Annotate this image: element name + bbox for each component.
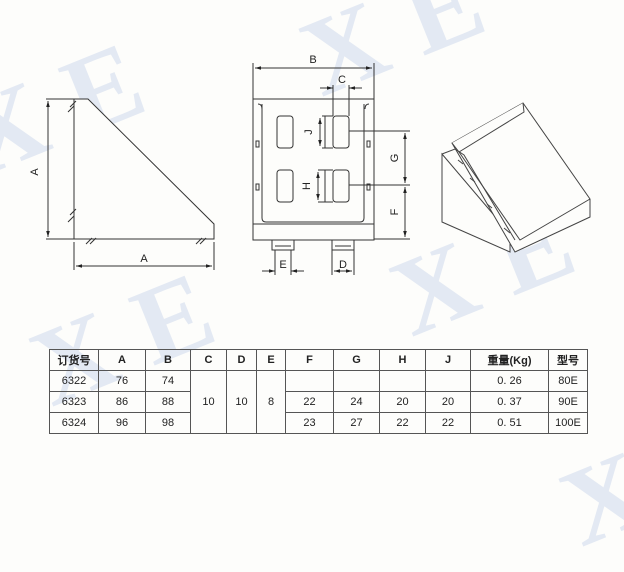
cell-A: 96 <box>98 412 146 434</box>
spec-table: 订货号 A B C D E F G H J 重量(Kg) 型号 6322 76 … <box>49 349 588 434</box>
cell-G: 27 <box>333 412 380 434</box>
dim-label-C: C <box>338 74 346 86</box>
cell-H: 22 <box>379 412 426 434</box>
cell-C-shared: 10 <box>190 370 227 434</box>
side-view-label-height: A <box>29 168 41 176</box>
cell-order-no: 6323 <box>49 391 99 413</box>
cell-F: 23 <box>285 412 334 434</box>
dim-label-H: H <box>301 182 313 190</box>
header-order-no: 订货号 <box>49 349 99 371</box>
technical-drawing: A A <box>29 54 591 275</box>
cell-D-shared: 10 <box>226 370 257 434</box>
header-J: J <box>425 349 471 371</box>
cell-J <box>425 370 471 392</box>
cell-J: 22 <box>425 412 471 434</box>
cell-model: 80E <box>548 370 588 392</box>
header-model: 型号 <box>548 349 588 371</box>
side-view <box>46 98 215 270</box>
cell-B: 98 <box>145 412 191 434</box>
isometric-view <box>441 102 591 253</box>
cell-B: 74 <box>145 370 191 392</box>
header-weight: 重量(Kg) <box>470 349 549 371</box>
cell-H <box>379 370 426 392</box>
header-G: G <box>333 349 380 371</box>
table-row: 6322 76 74 10 10 8 0. 26 80E <box>49 370 588 434</box>
cell-J: 20 <box>425 391 471 413</box>
cell-order-no: 6322 <box>49 370 99 392</box>
header-E: E <box>256 349 286 371</box>
cell-model: 100E <box>548 412 588 434</box>
table-row: 6324 96 98 23 27 22 22 0. 51 100E <box>49 412 588 434</box>
cell-weight: 0. 51 <box>470 412 549 434</box>
cell-order-no: 6324 <box>49 412 99 434</box>
dim-label-J: J <box>303 129 315 135</box>
cell-B: 88 <box>145 391 191 413</box>
cell-model: 90E <box>548 391 588 413</box>
cell-G <box>333 370 380 392</box>
dim-label-G: G <box>389 154 401 163</box>
table-header-row: 订货号 A B C D E F G H J 重量(Kg) 型号 <box>49 349 588 371</box>
table-row: 6323 86 88 22 24 20 20 0. 37 90E <box>49 391 588 413</box>
header-A: A <box>98 349 146 371</box>
header-D: D <box>226 349 257 371</box>
cell-A: 76 <box>98 370 146 392</box>
header-H: H <box>379 349 426 371</box>
cell-weight: 0. 26 <box>470 370 549 392</box>
header-C: C <box>190 349 227 371</box>
cell-E-shared: 8 <box>256 370 286 434</box>
dim-label-B: B <box>309 54 316 66</box>
cell-A: 86 <box>98 391 146 413</box>
cell-F: 22 <box>285 391 334 413</box>
header-F: F <box>285 349 334 371</box>
header-B: B <box>145 349 191 371</box>
dim-label-D: D <box>339 259 347 271</box>
cell-G: 24 <box>333 391 380 413</box>
side-view-label-width: A <box>140 253 148 265</box>
cell-weight: 0. 37 <box>470 391 549 413</box>
cell-H: 20 <box>379 391 426 413</box>
dim-label-E: E <box>279 259 286 271</box>
front-view <box>252 63 410 275</box>
cell-F <box>285 370 334 392</box>
dim-label-F: F <box>389 208 401 215</box>
